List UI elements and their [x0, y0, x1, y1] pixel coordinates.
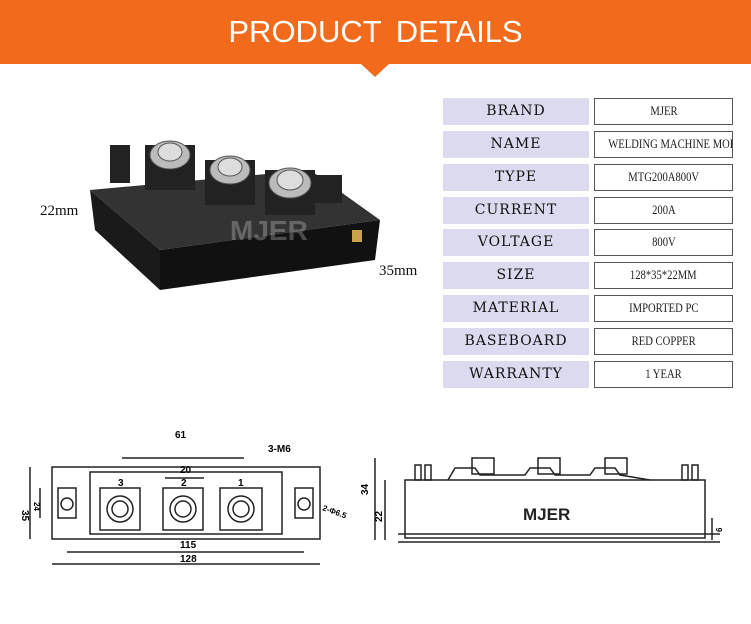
spec-label: TYPE	[443, 164, 589, 191]
header-notch	[360, 63, 390, 77]
spec-value: 800V	[594, 229, 733, 256]
spec-value: 200A	[594, 197, 733, 224]
terminal-1: 1	[238, 478, 244, 489]
spec-row-size: SIZE 128*35*22MM	[443, 262, 733, 289]
terminal-screw	[145, 140, 315, 215]
dim-length: 128mm	[183, 268, 229, 284]
spec-row-material: MATERIAL IMPORTED PC	[443, 295, 733, 322]
spec-row-baseboard: BASEBOARD RED COPPER	[443, 328, 733, 355]
product-photo: MJER	[90, 140, 380, 290]
watermark: MJER	[230, 215, 308, 246]
dim-width: 35mm	[379, 263, 418, 279]
spec-value-text: MJER	[649, 104, 678, 118]
dim-24: 24	[32, 502, 41, 511]
dim-screws: 3-M6	[268, 444, 291, 455]
spec-value-text: 200A	[651, 203, 676, 217]
spec-label: VOLTAGE	[443, 229, 589, 256]
dim-holes: 2-Φ6.5	[321, 503, 348, 520]
spec-label: MATERIAL	[443, 295, 589, 322]
dim-34: 34	[360, 483, 371, 495]
terminal-2: 2	[181, 478, 187, 489]
dim-35: 35	[19, 510, 30, 522]
spec-label: WARRANTY	[443, 361, 589, 388]
spec-value: IMPORTED PC	[594, 295, 733, 322]
spec-row-warranty: WARRANTY 1 YEAR	[443, 361, 733, 388]
spec-value-text: RED COPPER	[631, 334, 696, 348]
spec-value-text: IMPORTED PC	[628, 301, 699, 315]
spec-row-name: NAME WELDING MACHINE MODULE	[443, 131, 733, 158]
top-view-drawing: 61 20 3-M6 3 2 1 115 128 35 24 2-Φ6.5	[19, 430, 348, 565]
spec-value-text: WELDING MACHINE MODULE	[608, 137, 732, 151]
spec-value-text: MTG200A800V	[628, 170, 699, 184]
spec-value: MTG200A800V	[594, 164, 733, 191]
spec-value: 128*35*22MM	[594, 262, 733, 289]
spec-value-text: 1 YEAR	[645, 367, 682, 381]
terminal-3: 3	[118, 478, 124, 489]
page-title: PRODUCT DETAILS	[228, 14, 523, 49]
spec-value: MJER	[594, 98, 733, 125]
spec-row-voltage: VOLTAGE 800V	[443, 229, 733, 256]
dim-115: 115	[180, 540, 197, 551]
spec-value-text: 800V	[651, 235, 676, 249]
dim-128: 128	[180, 554, 197, 565]
dim-6: 6	[715, 527, 724, 532]
spec-label: SIZE	[443, 262, 589, 289]
spec-value: 1 YEAR	[594, 361, 733, 388]
side-view-drawing: MJER 34 22 6	[360, 457, 724, 543]
dim-20: 20	[180, 465, 192, 476]
dim-height: 22mm	[40, 203, 79, 219]
dim-61: 61	[175, 430, 187, 441]
spec-value-text: 128*35*22MM	[630, 268, 697, 282]
spec-value: RED COPPER	[594, 328, 733, 355]
header-banner	[0, 0, 751, 64]
spec-label: NAME	[443, 131, 589, 158]
spec-label: BRAND	[443, 98, 589, 125]
spec-label: CURRENT	[443, 197, 589, 224]
spec-row-type: TYPE MTG200A800V	[443, 164, 733, 191]
spec-row-current: CURRENT 200A	[443, 197, 733, 224]
spec-value: WELDING MACHINE MODULE	[594, 131, 733, 158]
dim-22: 22	[374, 510, 385, 522]
spec-row-brand: BRAND MJER	[443, 98, 733, 125]
spec-label: BASEBOARD	[443, 328, 589, 355]
side-brand-label: MJER	[523, 505, 570, 524]
